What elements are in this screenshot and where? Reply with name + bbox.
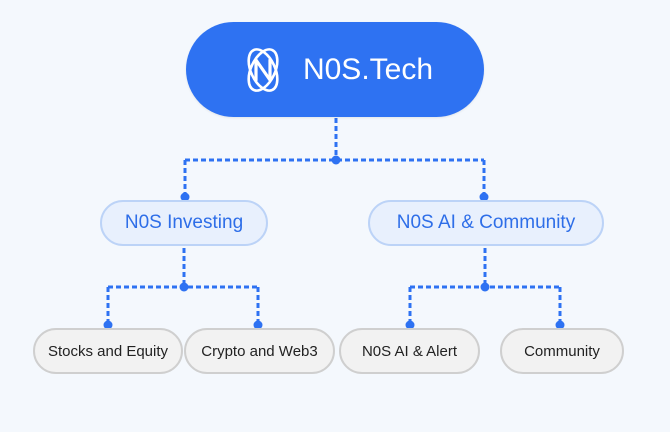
connector-dot <box>331 155 341 165</box>
connector-dot <box>479 192 489 202</box>
root-node[interactable]: N0S.Tech <box>186 22 484 117</box>
leaf-label: N0S AI & Alert <box>361 342 458 360</box>
root-label: N0S.Tech <box>302 52 434 86</box>
leaf-node-ai-alert[interactable]: N0S AI & Alert <box>339 328 480 374</box>
connector-dot <box>103 320 113 330</box>
branch-node-ai-community[interactable]: N0S AI & Community <box>368 200 604 246</box>
leaf-label: Crypto and Web3 <box>201 342 318 360</box>
leaf-label: Community <box>524 342 600 360</box>
connector-dot <box>480 282 490 292</box>
branch-label: N0S AI & Community <box>396 212 576 233</box>
connector-dot <box>405 320 415 330</box>
leaf-label: Stocks and Equity <box>47 342 169 360</box>
leaf-node-community[interactable]: Community <box>500 328 624 374</box>
leaf-node-crypto[interactable]: Crypto and Web3 <box>184 328 335 374</box>
branch-label: N0S Investing <box>124 212 244 233</box>
connector-dot <box>180 192 190 202</box>
connector-dot <box>179 282 189 292</box>
leaf-node-stocks[interactable]: Stocks and Equity <box>33 328 183 374</box>
nos-logo-icon <box>237 44 289 96</box>
connector-dot <box>253 320 263 330</box>
connector-dot <box>555 320 565 330</box>
branch-node-investing[interactable]: N0S Investing <box>100 200 268 246</box>
